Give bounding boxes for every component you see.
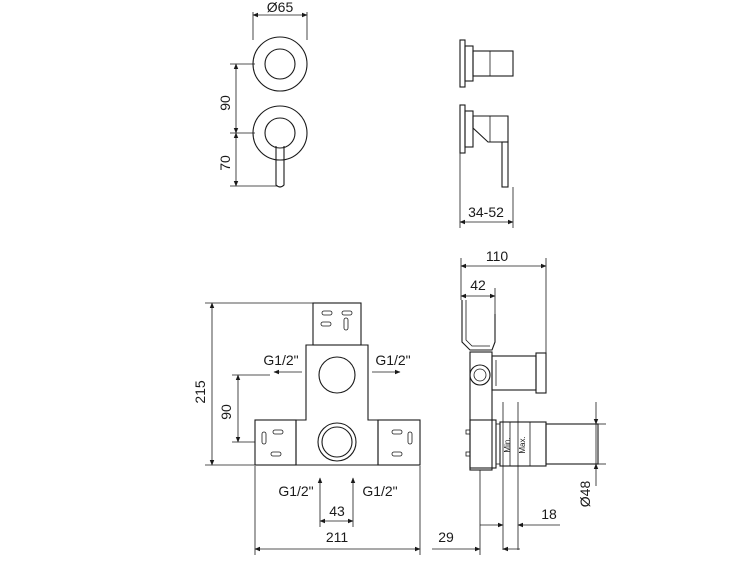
right-outlet-label: G1/2"	[375, 352, 410, 368]
bottom-cover-inner	[264, 117, 296, 149]
body-column	[469, 351, 493, 471]
bottom-left-inlet-label: G1/2"	[278, 483, 313, 499]
dim-211: 211	[326, 529, 349, 545]
lower-port-inner	[321, 426, 353, 458]
lever-handle	[275, 146, 285, 188]
dim-90-top: 90	[217, 95, 233, 111]
side-view-body: Min. Max. 110 42 29 18 Ø48	[432, 248, 606, 555]
max-label: Max.	[518, 436, 527, 453]
min-label: Min.	[503, 437, 512, 452]
dim-43: 43	[329, 503, 345, 519]
main-body	[295, 344, 379, 466]
front-view-trim: Ø65 90 70	[217, 0, 308, 188]
dim-diameter-48: Ø48	[577, 481, 593, 508]
dim-18: 18	[541, 506, 557, 522]
top-cover-outer	[252, 36, 308, 92]
dim-42: 42	[470, 277, 486, 293]
dim-70: 70	[217, 155, 233, 171]
right-bracket	[377, 419, 421, 466]
dim-29: 29	[438, 529, 454, 545]
bottom-right-inlet-label: G1/2"	[362, 483, 397, 499]
dim-34-52: 34-52	[468, 204, 504, 220]
front-view-body: G1/2" G1/2" G1/2" G1/2" 43 211 215 90	[192, 302, 421, 555]
upper-port	[318, 356, 356, 394]
dim-110: 110	[486, 248, 509, 264]
bottom-cover-outer	[252, 105, 308, 161]
left-outlet-label: G1/2"	[263, 352, 298, 368]
dim-diameter-65: Ø65	[267, 0, 294, 15]
top-bracket	[312, 302, 362, 346]
left-bracket	[254, 419, 297, 466]
dim-215: 215	[192, 380, 208, 404]
lower-port-outer	[317, 422, 357, 462]
dim-90-bottom: 90	[218, 404, 234, 420]
top-cover-inner	[264, 48, 296, 80]
side-view-trim: 34-52	[459, 39, 514, 228]
